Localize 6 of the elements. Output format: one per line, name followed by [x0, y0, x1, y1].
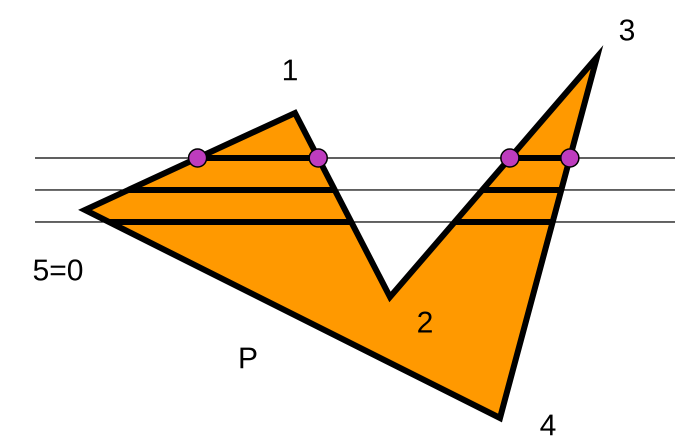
vertex-label: 1	[284, 60, 297, 80]
vertex-label: 3	[620, 19, 634, 41]
vertex-label: 2	[418, 312, 432, 332]
vertex-label: 4	[540, 414, 556, 436]
vertex-label: 5=0	[34, 259, 82, 281]
vertex-label: P	[240, 348, 256, 368]
